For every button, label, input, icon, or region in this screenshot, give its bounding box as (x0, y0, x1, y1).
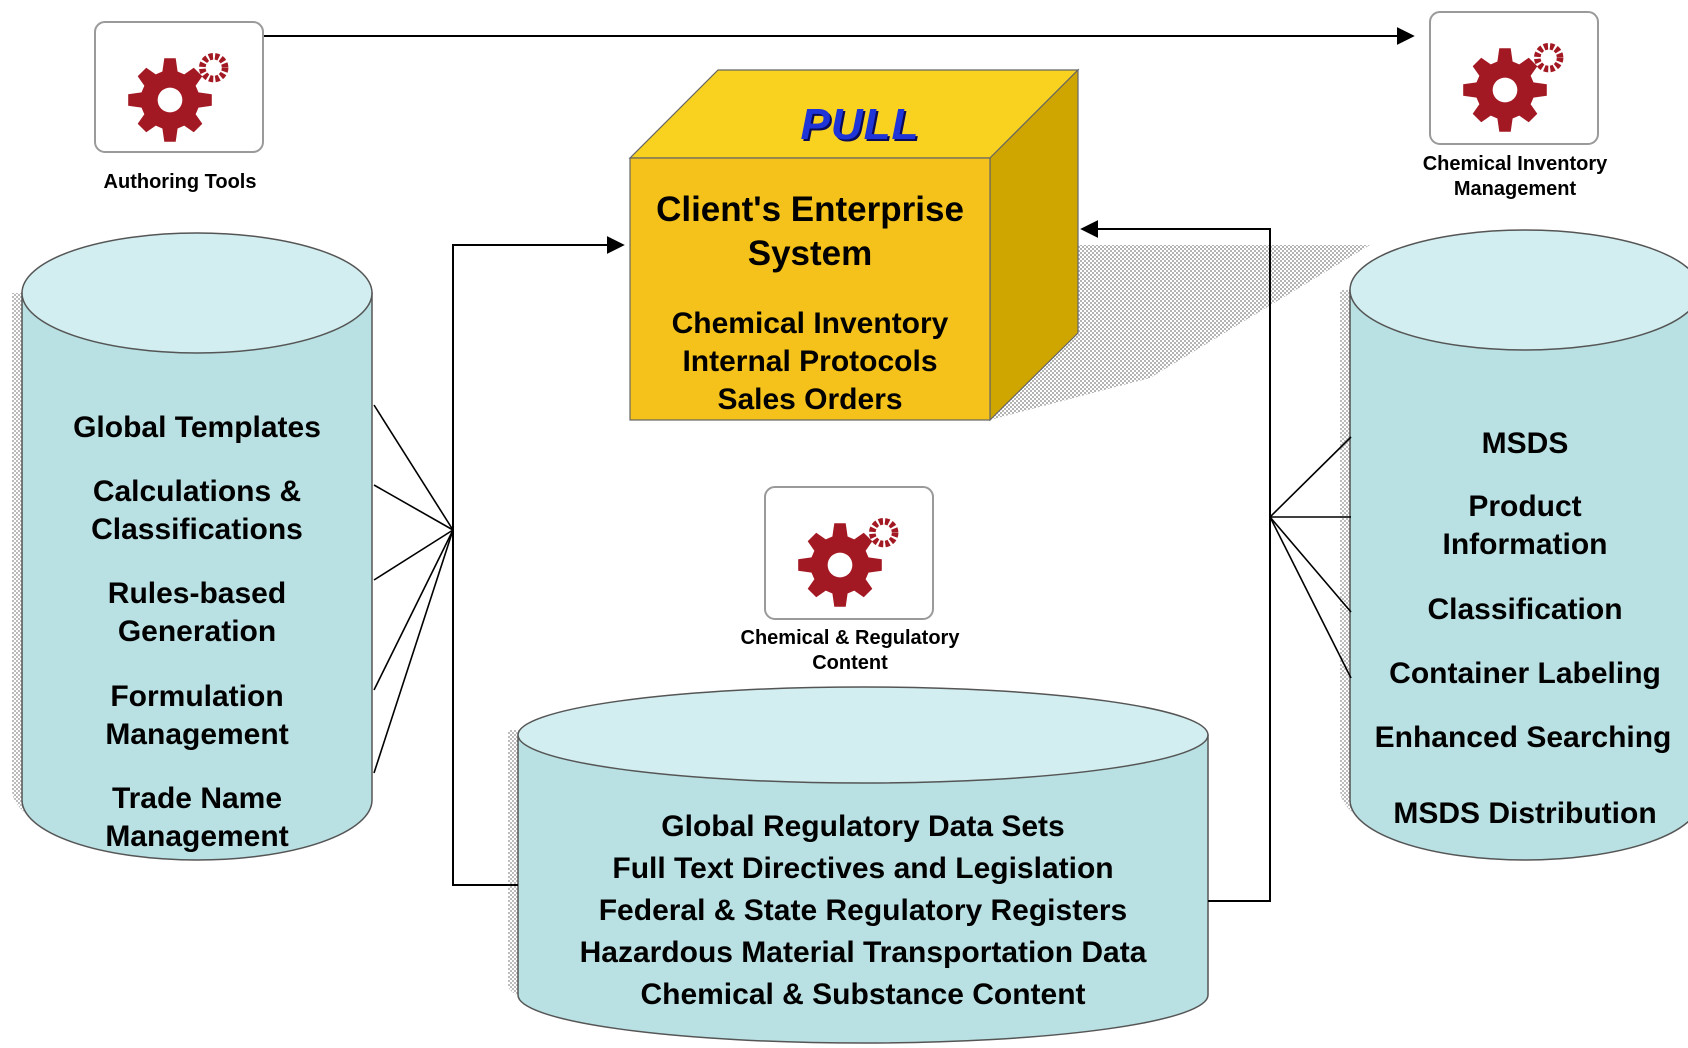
inventory-management-tile[interactable] (1429, 11, 1599, 145)
enterprise-item: Sales Orders (717, 383, 903, 416)
left-item: Calculations & Classifications (91, 475, 303, 546)
authoring-tools-tile[interactable] (94, 21, 264, 153)
enterprise-shadow (990, 245, 1370, 420)
left-fan-lines (373, 404, 454, 774)
enterprise-title: Client's Enterprise System (656, 190, 964, 273)
left-item: Global Templates (73, 411, 321, 444)
bottom-item: Global Regulatory Data Sets (661, 810, 1065, 843)
pull-label: PULL (800, 100, 920, 149)
right-item: Enhanced Searching (1374, 721, 1672, 754)
right-item: MSDS Distribution (1393, 797, 1657, 830)
left-cylinder (12, 232, 373, 861)
bottom-item: Hazardous Material Transportation Data (579, 936, 1147, 969)
bottom-cylinder (508, 686, 1209, 1044)
connector-right-to-enterprise (1080, 220, 1271, 902)
right-cylinder (1340, 229, 1688, 861)
left-item: Formulation Management (105, 680, 289, 751)
regulatory-content-label: Chemical & Regulatory Content (740, 627, 960, 674)
regulatory-content-tile[interactable] (764, 486, 934, 620)
bottom-item: Full Text Directives and Legislation (612, 852, 1114, 885)
enterprise-item: Chemical Inventory (671, 307, 949, 340)
left-item: Rules-based Generation (107, 577, 287, 648)
bottom-item: Chemical & Substance Content (640, 978, 1086, 1011)
enterprise-box (628, 68, 1080, 422)
left-item: Trade Name Management (105, 782, 289, 853)
right-item: Product Information (1442, 490, 1608, 561)
connector-left-to-enterprise (452, 236, 625, 886)
enterprise-item: Internal Protocols (682, 345, 938, 378)
right-fan-lines (1269, 436, 1352, 679)
right-item: Container Labeling (1389, 657, 1661, 690)
bottom-item: Federal & State Regulatory Registers (598, 894, 1128, 927)
authoring-tools-label: Authoring Tools (103, 171, 257, 193)
right-item: Classification (1427, 593, 1623, 626)
inventory-management-label: Chemical Inventory Management (1422, 153, 1608, 200)
right-item: MSDS (1481, 427, 1569, 460)
